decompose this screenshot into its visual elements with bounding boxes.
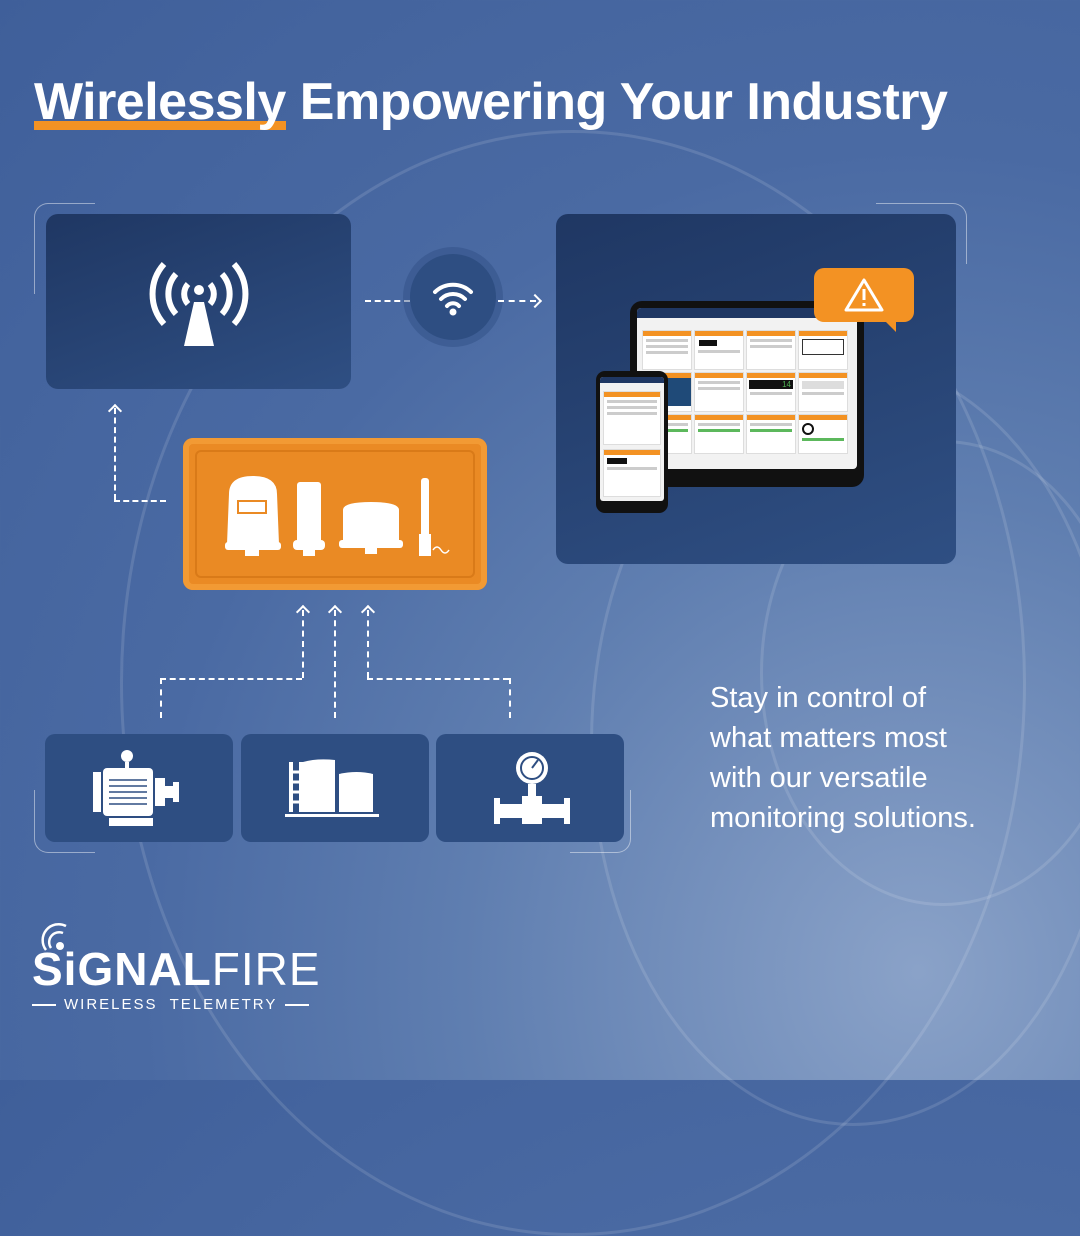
antenna-icon bbox=[419, 478, 450, 556]
dashed-connector bbox=[498, 300, 536, 302]
warning-triangle-icon bbox=[844, 278, 884, 312]
wifi-node bbox=[410, 254, 496, 340]
tablet-screen: 14 bbox=[637, 308, 857, 469]
box-node-icon bbox=[339, 502, 403, 554]
dashed-connector bbox=[509, 678, 511, 718]
dashed-connector bbox=[365, 300, 410, 302]
dashed-connector bbox=[302, 610, 304, 678]
corner-frame bbox=[570, 790, 631, 853]
phone-device bbox=[596, 371, 668, 513]
devices-box bbox=[183, 438, 487, 590]
cylinder-sensor-icon bbox=[293, 482, 325, 556]
logo-subtitle: WIRELESS TELEMETRY bbox=[64, 996, 278, 1013]
dashed-connector bbox=[334, 610, 336, 718]
devices-icons bbox=[225, 476, 450, 556]
dashed-connector bbox=[114, 408, 116, 500]
signal-waves-icon bbox=[41, 922, 67, 951]
corner-frame bbox=[34, 203, 95, 294]
signalfire-logo: SiGNALFIRE WIRELESS TELEMETRY bbox=[32, 922, 321, 1013]
tagline: Stay in control of what matters most wit… bbox=[710, 678, 1050, 838]
storage-tank-icon bbox=[285, 759, 379, 817]
asset-tile-gauge bbox=[436, 734, 624, 842]
tagline-line: with our versatile bbox=[710, 762, 928, 794]
dashed-connector bbox=[367, 678, 509, 680]
dashed-connector bbox=[160, 678, 162, 718]
dashed-connector bbox=[114, 500, 166, 502]
title-highlight: Wirelessly bbox=[34, 73, 286, 131]
wifi-icon bbox=[433, 282, 473, 316]
title-rest: Empowering Your Industry bbox=[285, 73, 948, 131]
dashed-connector bbox=[160, 678, 302, 680]
asset-tile-tank bbox=[241, 734, 429, 842]
phone-screen bbox=[600, 377, 664, 501]
corner-frame bbox=[34, 790, 95, 853]
tablet-readout: 14 bbox=[749, 380, 793, 389]
corner-frame bbox=[876, 203, 967, 264]
electric-motor-icon bbox=[93, 750, 179, 826]
tagline-line: monitoring solutions. bbox=[710, 802, 976, 834]
gateway-panel bbox=[46, 214, 351, 389]
tagline-line: Stay in control of bbox=[710, 682, 926, 714]
radio-tower-icon bbox=[149, 262, 249, 346]
logo-brand-thin: FIRE bbox=[211, 943, 321, 995]
page-title: Wirelessly Empowering Your Industry bbox=[34, 72, 948, 132]
sensor-enclosure-icon bbox=[225, 476, 281, 556]
dashed-connector bbox=[367, 610, 369, 678]
logo-brand-bold: SiGNAL bbox=[32, 943, 212, 995]
pressure-gauge-pipe-icon bbox=[494, 752, 570, 824]
alert-bubble bbox=[814, 268, 914, 332]
tagline-line: what matters most bbox=[710, 722, 947, 754]
asset-tile-motor bbox=[45, 734, 233, 842]
